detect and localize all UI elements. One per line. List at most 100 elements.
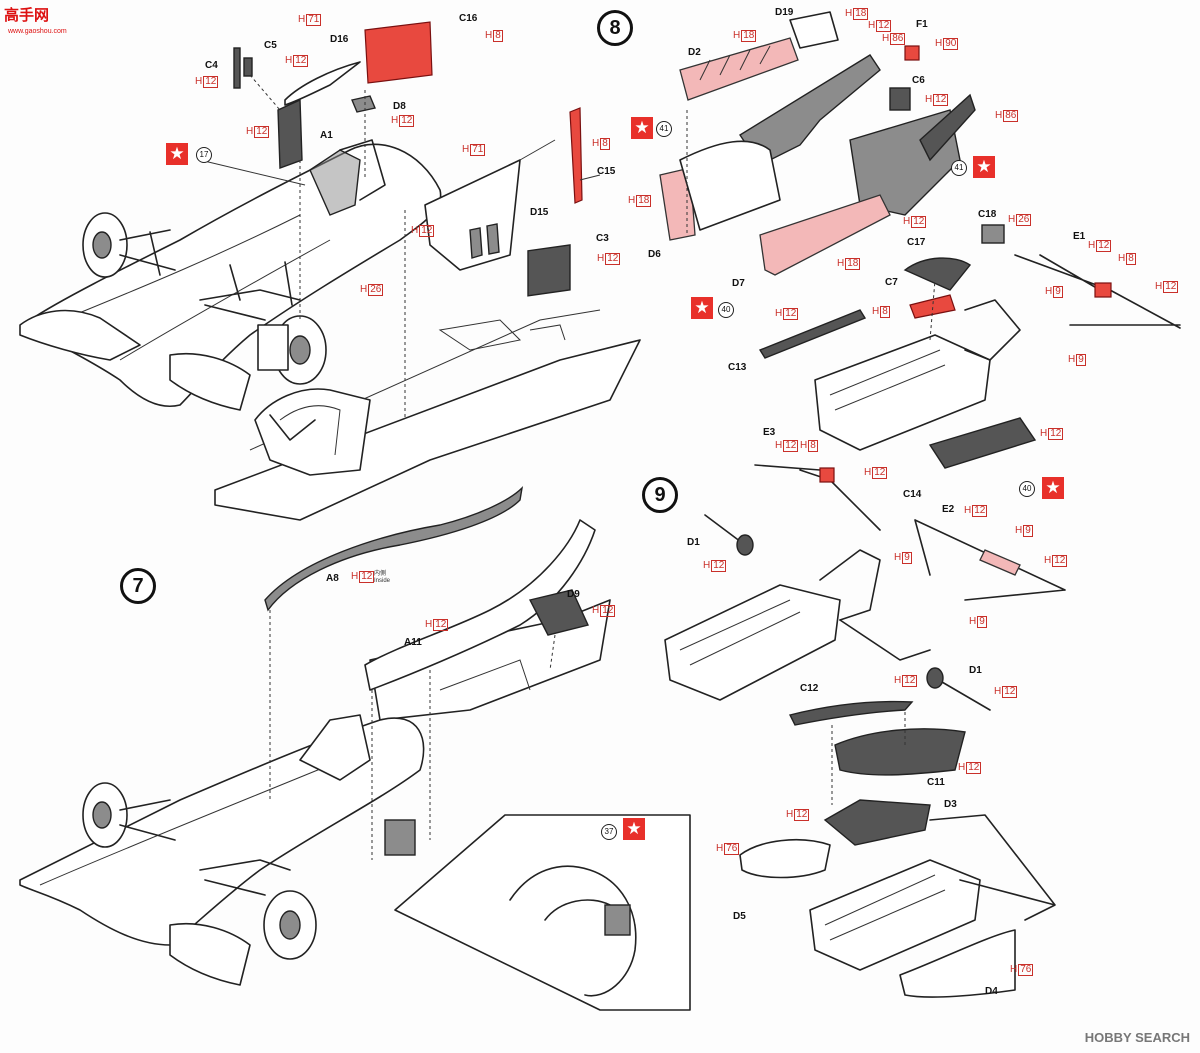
- part-C13: C13: [728, 362, 747, 373]
- step-number-7: 7: [120, 568, 156, 604]
- part-D8: D8: [393, 101, 406, 112]
- mark-40b: 40: [1019, 481, 1035, 497]
- part-C6: C6: [912, 75, 925, 86]
- part-A8: A8: [326, 573, 339, 584]
- part-D1-upper: D1: [687, 537, 700, 548]
- part-C16: C16: [459, 13, 478, 24]
- part-D3: D3: [944, 799, 957, 810]
- part-A1: A1: [320, 130, 333, 141]
- engine-assembly-step8: [659, 11, 1181, 469]
- site-logo: 高手网: [4, 7, 50, 24]
- mark-17: 17: [196, 147, 212, 163]
- part-D1-lower: D1: [969, 665, 982, 676]
- hobby-search-watermark: HOBBY SEARCH: [1084, 1030, 1190, 1045]
- part-D19: D19: [775, 7, 794, 18]
- part-C4: C4: [205, 60, 218, 71]
- part-C14: C14: [903, 489, 922, 500]
- step-number-8: 8: [597, 10, 633, 46]
- step-number-9: 9: [642, 477, 678, 513]
- part-D2: D2: [688, 47, 701, 58]
- part-C12: C12: [800, 683, 819, 694]
- part-E2: E2: [942, 504, 955, 515]
- part-D4: D4: [985, 986, 998, 997]
- part-C3: C3: [596, 233, 609, 244]
- star-icon: ★: [973, 156, 995, 178]
- mark-41b: 41: [951, 160, 967, 176]
- part-E1: E1: [1073, 231, 1086, 242]
- part-C15: C15: [597, 166, 616, 177]
- mark-40a: 40: [718, 302, 734, 318]
- part-C17: C17: [907, 237, 926, 248]
- car-body-lower: [19, 485, 691, 1011]
- part-C7: C7: [885, 277, 898, 288]
- part-D6: D6: [648, 249, 661, 260]
- part-E3: E3: [763, 427, 776, 438]
- mark-37: 37: [601, 824, 617, 840]
- mark-41a: 41: [656, 121, 672, 137]
- part-C11: C11: [927, 777, 945, 788]
- engine-assembly-step9: [664, 464, 1066, 998]
- site-logo-url: www.gaoshou.com: [8, 28, 67, 35]
- star-icon: ★: [691, 297, 713, 319]
- star-icon: ★: [631, 117, 653, 139]
- part-A11: A11: [404, 637, 422, 648]
- part-C5: C5: [264, 40, 277, 51]
- part-D9: D9: [567, 589, 580, 600]
- part-D15: D15: [530, 207, 549, 218]
- car-body-upper: [19, 21, 641, 521]
- part-F1: F1: [916, 19, 928, 30]
- star-icon: ★: [166, 143, 188, 165]
- part-D16: D16: [330, 34, 349, 45]
- part-D5: D5: [733, 911, 746, 922]
- star-icon: ★: [1042, 477, 1064, 499]
